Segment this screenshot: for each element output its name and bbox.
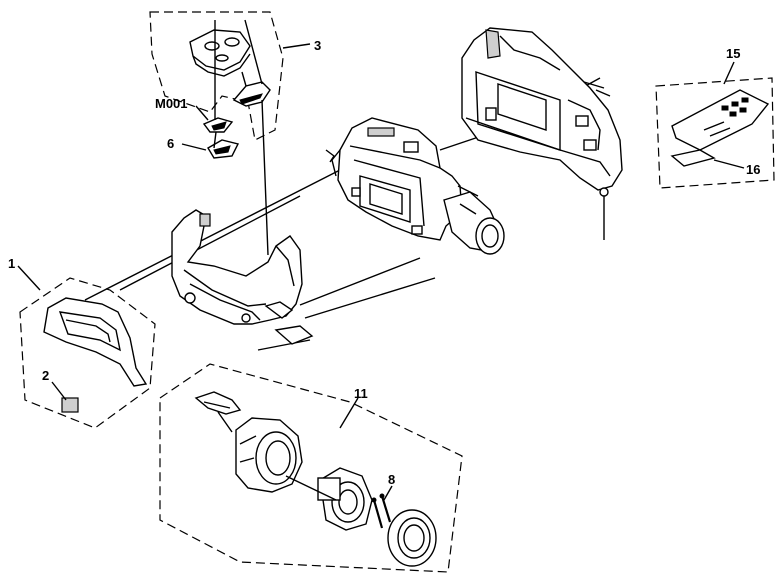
callout-1: 1 [8, 256, 15, 271]
lens-ring-part [317, 467, 373, 531]
leader-6 [181, 143, 207, 151]
part-16-battery-cover [670, 149, 716, 167]
group-11-dashed-outline [159, 363, 463, 573]
guide-line [217, 411, 337, 501]
part-8-screws [371, 493, 392, 529]
filter-ring-part [387, 509, 437, 567]
leader-2 [51, 381, 67, 401]
callout-15: 15 [726, 46, 740, 61]
side-frame-part [171, 209, 314, 345]
leader-1 [17, 265, 41, 291]
guide-line [213, 19, 269, 256]
grip-strap-part [43, 297, 148, 387]
rear-housing-part [461, 27, 623, 197]
callout-8: 8 [388, 472, 395, 487]
bracket-clip-part [232, 81, 271, 107]
callout-6: 6 [167, 136, 174, 151]
main-chassis-part [325, 117, 505, 255]
group-15-assembly: 15 16 [655, 46, 775, 189]
callout-11: 11 [354, 386, 368, 401]
group-1-dashed-outline [19, 277, 156, 429]
callout-2: 2 [42, 368, 49, 383]
group-11-assembly: 11 8 [159, 363, 463, 573]
group-15-dashed-outline [655, 77, 775, 189]
remote-control-part [671, 89, 770, 151]
leader-16 [713, 159, 745, 169]
leader-m001 [195, 105, 209, 121]
leader-11 [339, 397, 359, 429]
part-2-label [61, 397, 79, 413]
group-3-assembly: 3 M001 6 [149, 11, 321, 256]
group-1-assembly: 1 2 [8, 256, 156, 429]
screw-m001 [202, 117, 234, 133]
exploded-guide-lines [84, 77, 605, 351]
bracket-cover-part [189, 29, 251, 77]
lens-flange-part [194, 391, 242, 415]
leader-8 [383, 485, 393, 501]
part-6-hinge [207, 139, 240, 159]
lens-hood-part [235, 417, 303, 493]
callout-16: 16 [746, 162, 760, 177]
callout-3: 3 [314, 38, 321, 53]
leader-3 [282, 43, 311, 49]
leader-15 [723, 61, 735, 85]
callout-m001: M001 [155, 96, 188, 111]
